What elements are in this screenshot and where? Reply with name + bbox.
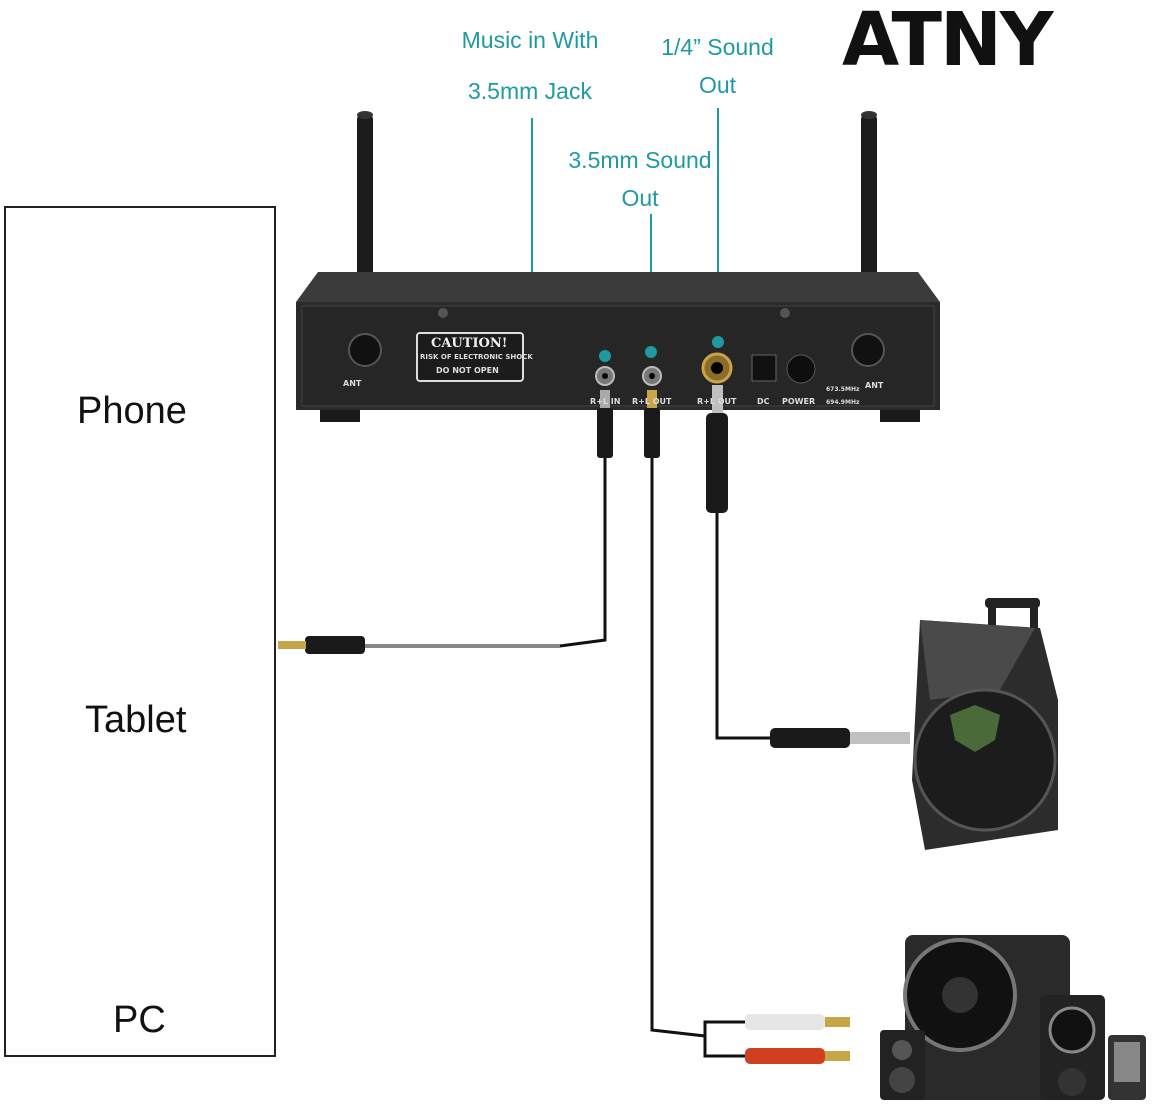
- dc-label: DC: [757, 397, 770, 406]
- port-out1-label: R+L OUT: [632, 397, 672, 406]
- freq2-label: 694.9MHz: [826, 399, 860, 406]
- caution-line2: DO NOT OPEN: [436, 366, 499, 375]
- music-in-label-line1: Music in With: [461, 27, 599, 53]
- quarter-out-label-line1: 1/4” Sound: [661, 34, 774, 60]
- atny-logo: ATNY: [842, 0, 1054, 83]
- ant-right-label: ANT: [865, 381, 884, 390]
- pa-speaker: [912, 598, 1058, 850]
- tablet-label: Tablet: [85, 699, 187, 741]
- mm-out-label-line2: Out: [621, 185, 659, 211]
- receiver-body: [296, 272, 940, 422]
- speaker-set: [880, 935, 1146, 1100]
- music-in-label-line2: 3.5mm Jack: [468, 78, 592, 104]
- cable-3.5mm-out: [644, 390, 850, 1064]
- mm-out-label-line1: 3.5mm Sound: [568, 147, 712, 173]
- port-out2-label: R+L OUT: [697, 397, 737, 406]
- freq1-label: 673.5MHz: [826, 386, 860, 393]
- source-devices-panel: [4, 206, 276, 1057]
- port-in-label: R+L IN: [590, 397, 621, 406]
- power-label: POWER: [782, 397, 816, 406]
- cable-quarter-out: [706, 385, 910, 748]
- caution-line1: RISK OF ELECTRONIC SHOCK: [420, 353, 533, 361]
- caution-title: CAUTION!: [431, 336, 508, 351]
- quarter-out-label-line2: Out: [698, 72, 737, 98]
- pc-label: PC: [113, 999, 166, 1041]
- cable-3.5mm-in: [278, 390, 613, 654]
- phone-label: Phone: [77, 390, 187, 432]
- ant-left-label: ANT: [343, 379, 362, 388]
